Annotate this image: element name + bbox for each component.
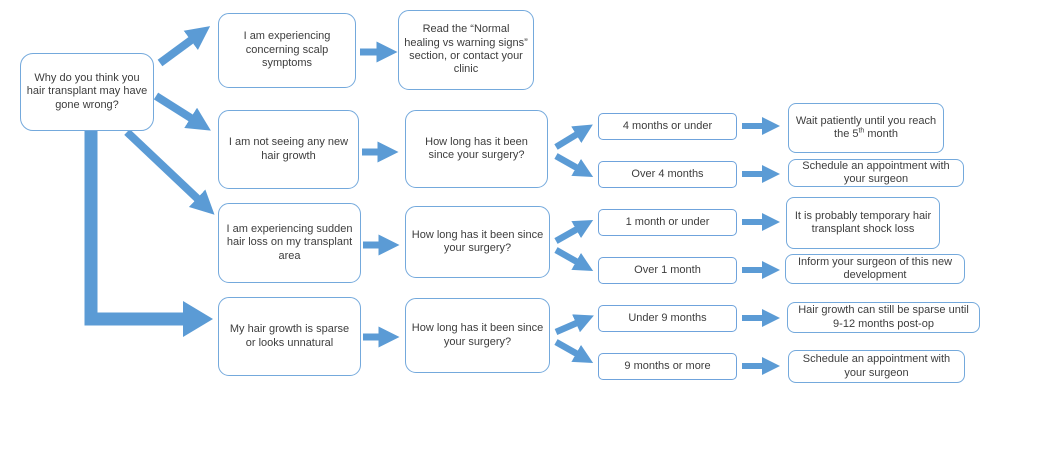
arrow-branch3-question-to-option1 — [554, 220, 594, 244]
branch4-advice2-box: Schedule an appointment with your surgeo… — [788, 350, 965, 383]
branch3-question-box: How long has it been since your surgery? — [405, 206, 550, 278]
branch4-option1-box: Under 9 months — [598, 305, 737, 332]
branch3-symptom-box: I am experiencing sudden hair loss on my… — [218, 203, 361, 283]
arrow-root-to-branch4 — [84, 130, 213, 337]
arrow-branch3-question-to-option2 — [554, 247, 594, 271]
branch2-option1-box: 4 months or under — [598, 113, 737, 140]
arrow-root-to-branch3 — [124, 129, 215, 215]
branch4-symptom-box: My hair growth is sparse or looks unnatu… — [218, 297, 361, 376]
branch1-outcome-box: Read the “Normal healing vs warning sign… — [398, 10, 534, 90]
branch3-advice2-box: Inform your surgeon of this new developm… — [785, 254, 965, 284]
branch3-option1-box: 1 month or under — [598, 209, 737, 236]
branch2-advice2-box: Schedule an appointment with your surgeo… — [788, 159, 964, 187]
branch2-option2-box: Over 4 months — [598, 161, 737, 188]
arrow-branch4-question-to-option1 — [554, 314, 594, 335]
branch4-advice1-box: Hair growth can still be sparse until 9-… — [787, 302, 980, 333]
branch2-advice1-text: Wait patiently until you reach the 5th m… — [795, 114, 937, 140]
branch3-option2-box: Over 1 month — [598, 257, 737, 284]
ordinal-superscript: th — [858, 127, 865, 135]
branch3-advice1-box: It is probably temporary hair transplant… — [786, 197, 940, 249]
arrow-branch2-question-to-option1 — [554, 124, 593, 150]
branch1-symptom-box: I am experiencing concerning scalp sympt… — [218, 13, 356, 88]
branch2-question-box: How long has it been since your surgery? — [405, 110, 548, 188]
arrow-root-to-branch2 — [153, 92, 211, 131]
branch4-option2-box: 9 months or more — [598, 353, 737, 380]
root-question-box: Why do you think you hair transplant may… — [20, 53, 154, 131]
branch2-symptom-box: I am not seeing any new hair growth — [218, 110, 359, 189]
arrow-branch2-question-to-option2 — [554, 153, 594, 177]
branch4-question-box: How long has it been since your surgery? — [405, 298, 550, 373]
arrow-root-to-branch1 — [157, 26, 211, 67]
arrow-branch4-question-to-option2 — [554, 339, 594, 363]
branch2-advice1-box: Wait patiently until you reach the 5th m… — [788, 103, 944, 153]
